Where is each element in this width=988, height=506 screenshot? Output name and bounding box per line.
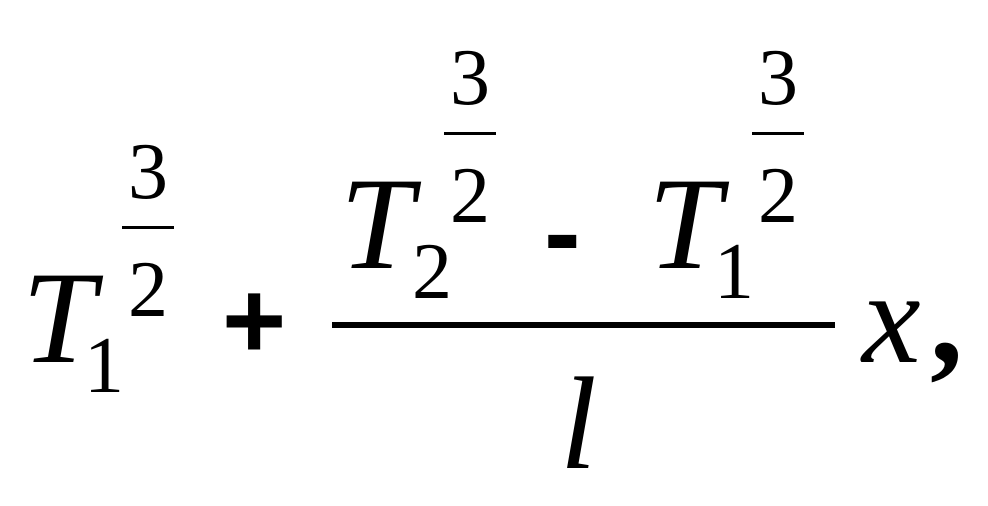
numerator-term-b-subscript: 1 bbox=[714, 228, 754, 316]
term1-exp-fraction-bar bbox=[122, 226, 174, 229]
numerator-term-b-exp-fraction-bar bbox=[752, 132, 804, 135]
numerator-term-a-exp-denominator: 2 bbox=[450, 152, 490, 240]
numerator-term-a-exp-fraction-bar bbox=[444, 132, 496, 135]
numerator-term-b-exp-denominator: 2 bbox=[758, 152, 798, 240]
numerator-term-a-exp-numerator: 3 bbox=[450, 34, 490, 122]
numerator-term-a-subscript: 2 bbox=[412, 228, 452, 316]
term1-base: T bbox=[22, 244, 96, 391]
numerator-term-b-exp-numerator: 3 bbox=[758, 34, 798, 122]
main-fraction-bar bbox=[332, 322, 835, 328]
minus-sign: - bbox=[544, 171, 581, 294]
numerator-term-a-base: T bbox=[340, 150, 414, 297]
term1-exp-denominator: 2 bbox=[128, 246, 168, 334]
trailing-comma: , bbox=[930, 244, 963, 391]
numerator-term-b-base: T bbox=[648, 150, 722, 297]
term1-subscript: 1 bbox=[84, 322, 124, 410]
denominator: l bbox=[560, 350, 597, 497]
plus-sign: + bbox=[222, 259, 287, 382]
term1-exp-numerator: 3 bbox=[128, 128, 168, 216]
trailing-variable: x bbox=[862, 244, 921, 391]
